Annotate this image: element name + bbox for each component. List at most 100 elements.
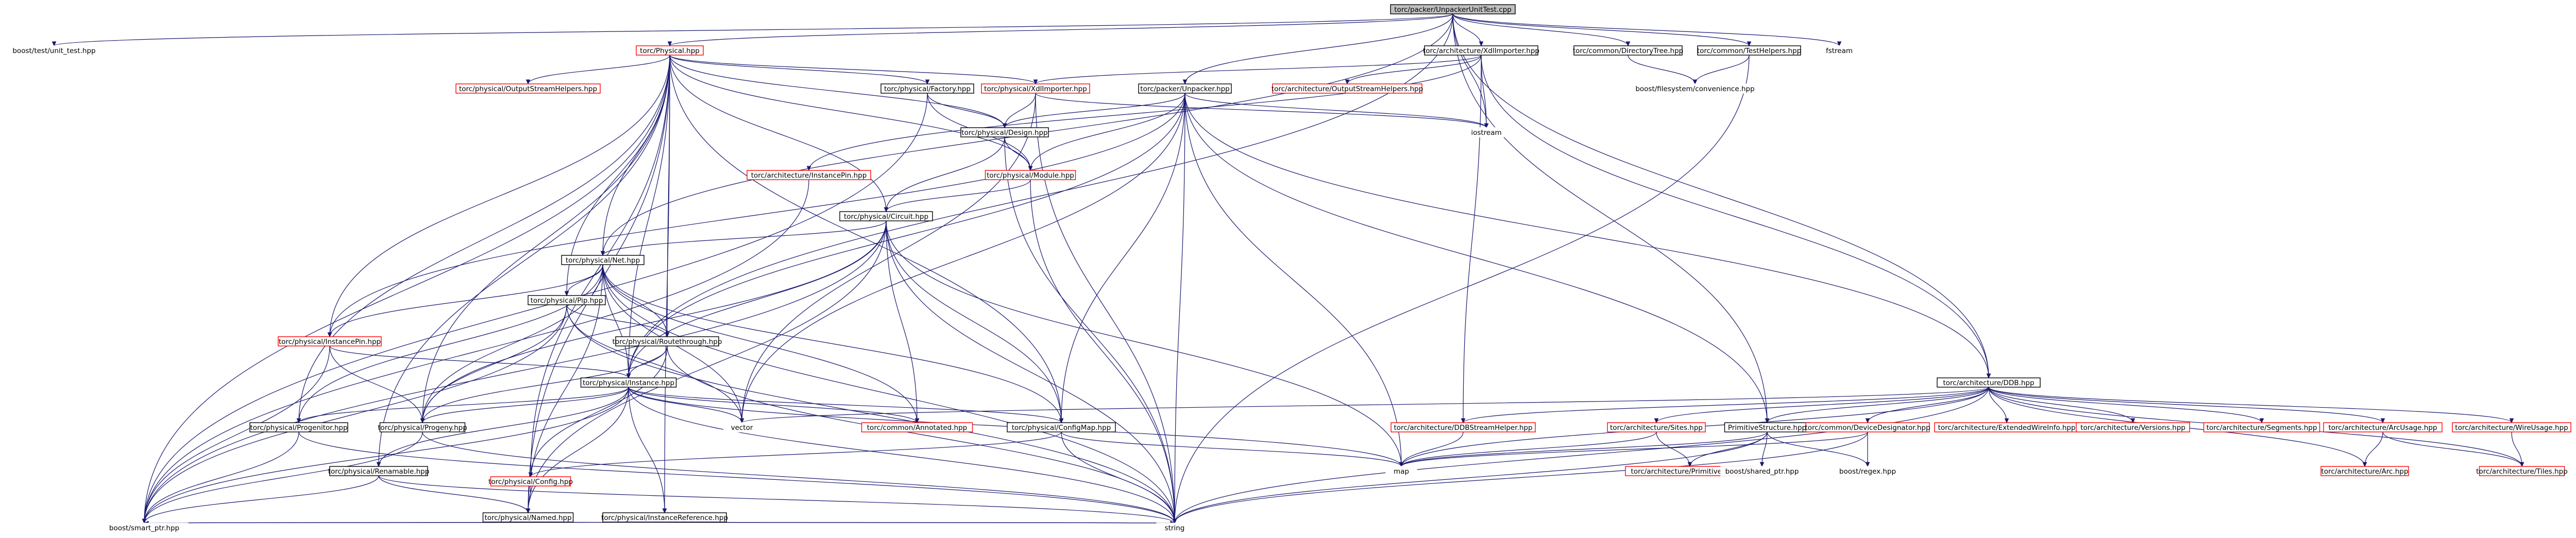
node-primstruct[interactable]: PrimitiveStructure.hpp — [1724, 422, 1810, 432]
edge-line — [602, 55, 670, 256]
edge-line — [628, 220, 887, 378]
node-label: torc/architecture/Arc.hpp — [2321, 467, 2409, 476]
node-box — [1607, 422, 1706, 432]
edge-renamable-to-smart_ptr — [142, 475, 379, 524]
edge-line — [927, 93, 1005, 128]
node-label: torc/architecture/Versions.hpp — [2080, 424, 2185, 432]
node-out_helpers[interactable]: torc/physical/OutputStreamHelpers.hpp — [455, 83, 601, 94]
node-dirtree[interactable]: torc/common/DirectoryTree.hpp — [1573, 45, 1683, 56]
node-box — [880, 83, 974, 94]
node-arc[interactable]: torc/architecture/Arc.hpp — [2320, 466, 2409, 476]
node-renamable[interactable]: torc/physical/Renamable.hpp — [328, 466, 430, 476]
edge-ddb-to-versions — [1988, 387, 2136, 424]
edge-arrowhead — [564, 291, 569, 297]
edge-root-to-instance — [626, 13, 1453, 379]
edge-arrowhead — [2519, 462, 2524, 467]
edge-physical-to-progenitor — [296, 55, 670, 424]
node-routethrough[interactable]: torc/physical/Routethrough.hpp — [613, 336, 722, 346]
node-design[interactable]: torc/physical/Design.hpp — [960, 127, 1049, 137]
edge-line — [378, 475, 529, 513]
edge-line — [1481, 55, 1989, 378]
node-instancepin_phys[interactable]: torc/physical/InstancePin.hpp — [278, 336, 382, 346]
node-box — [7, 45, 101, 56]
edge-line — [886, 136, 1005, 212]
node-factory[interactable]: torc/physical/Factory.hpp — [880, 83, 974, 94]
node-instref[interactable]: torc/physical/InstanceReference.hpp — [601, 512, 728, 523]
node-xdlimp_arch[interactable]: torc/architecture/XdlImporter.hpp — [1423, 45, 1539, 56]
node-devdesig[interactable]: torc/common/DeviceDesignator.hpp — [1805, 422, 1930, 432]
edge-routethrough-to-string — [667, 345, 1177, 524]
node-tiles[interactable]: torc/architecture/Tiles.hpp — [2476, 466, 2568, 476]
edge-line — [298, 431, 1175, 524]
edge-physical-to-out_helpers — [526, 55, 670, 85]
node-segments[interactable]: torc/architecture/Segments.hpp — [2203, 422, 2320, 432]
node-box — [1465, 127, 1507, 137]
node-layer: torc/packer/UnpackerUnitTest.cppboost/te… — [7, 4, 2571, 533]
edge-arrowhead — [1692, 79, 1698, 85]
node-bfs_conv: boost/filesystem/convenience.hpp — [1633, 83, 1757, 94]
node-wireusage[interactable]: torc/architecture/WireUsage.hpp — [2452, 422, 2571, 432]
node-ddb[interactable]: torc/architecture/DDB.hpp — [1937, 377, 2041, 388]
edge-arrowhead — [1479, 41, 1484, 47]
edge-line — [1184, 93, 1989, 378]
node-progeny[interactable]: torc/physical/Progeny.hpp — [378, 422, 467, 432]
node-named[interactable]: torc/physical/Named.hpp — [482, 512, 574, 523]
node-instance[interactable]: torc/physical/Instance.hpp — [580, 377, 677, 388]
edge-line — [422, 431, 1175, 524]
edge-arrowhead — [1461, 418, 1466, 424]
node-box — [2452, 422, 2571, 432]
edge-line — [741, 93, 1036, 423]
edge-xdlimp_arch-to-ddbstream — [1461, 55, 1482, 424]
edge-sites-to-primdef — [1656, 431, 1692, 467]
edge-line — [886, 220, 1062, 423]
edge-line — [298, 55, 670, 423]
node-label: torc/physical/XdlImporter.hpp — [984, 85, 1087, 93]
node-label: torc/physical/Routethrough.hpp — [613, 338, 722, 346]
edge-unpacker-to-ddb — [1184, 93, 1991, 379]
node-label: torc/physical/Factory.hpp — [884, 85, 971, 93]
edge-line — [1004, 136, 1175, 524]
edge-line — [886, 220, 1175, 524]
edge-arrowhead — [2130, 418, 2136, 424]
edge-arrowhead — [1687, 462, 1692, 467]
node-configmap[interactable]: torc/physical/ConfigMap.hpp — [1007, 422, 1116, 432]
node-physical[interactable]: torc/Physical.hpp — [636, 45, 704, 56]
edge-dirtree-to-bfs_conv — [1628, 55, 1698, 85]
edge-progenitor-to-smart_ptr — [142, 431, 299, 524]
edge-line — [1452, 13, 1482, 46]
edge-line — [329, 55, 670, 337]
node-extwire[interactable]: torc/architecture/ExtendedWireInfo.hpp — [1934, 422, 2079, 432]
node-vector: vector — [723, 422, 760, 432]
edge-line — [664, 55, 670, 513]
node-config[interactable]: torc/physical/Config.hpp — [488, 476, 573, 487]
edge-ddb-to-string — [1172, 387, 1989, 524]
edge-line — [602, 264, 1062, 423]
node-circuit[interactable]: torc/physical/Circuit.hpp — [839, 211, 933, 221]
node-versions[interactable]: torc/architecture/Versions.hpp — [2076, 422, 2190, 432]
node-annotated[interactable]: torc/common/Annotated.hpp — [861, 422, 973, 432]
node-instancepin_arch[interactable]: torc/architecture/InstancePin.hpp — [747, 170, 871, 180]
node-net[interactable]: torc/physical/Net.hpp — [561, 255, 645, 265]
node-box — [839, 211, 933, 221]
edge-line — [1174, 431, 1868, 524]
node-ddbstream[interactable]: torc/architecture/DDBStreamHelper.hpp — [1391, 422, 1536, 432]
edge-arrowhead — [667, 41, 672, 47]
edge-root-to-primstruct — [1452, 13, 1770, 424]
node-xdlimp_phys[interactable]: torc/physical/XdlImporter.hpp — [981, 83, 1090, 94]
node-pip[interactable]: torc/physical/Pip.hpp — [528, 295, 606, 305]
node-root[interactable]: torc/packer/UnpackerUnitTest.cpp — [1390, 4, 1516, 14]
edge-line — [422, 55, 670, 423]
node-module[interactable]: torc/physical/Module.hpp — [985, 170, 1076, 180]
node-sites[interactable]: torc/architecture/Sites.hpp — [1607, 422, 1706, 432]
edge-line — [528, 264, 603, 513]
node-testhelpers[interactable]: torc/common/TestHelpers.hpp — [1697, 45, 1801, 56]
edge-net-to-instance — [602, 264, 631, 379]
node-unpacker[interactable]: torc/packer/Unpacker.hpp — [1138, 83, 1232, 94]
edge-arrowhead — [526, 79, 531, 85]
edge-primstruct-to-map — [1399, 431, 1768, 467]
node-arch_out_helpers[interactable]: torc/architecture/OutputStreamHelpers.hp… — [1272, 83, 1423, 94]
edge-arrowhead — [914, 418, 920, 424]
node-progenitor[interactable]: torc/physical/Progenitor.hpp — [249, 422, 348, 432]
edge-line — [669, 55, 1031, 171]
node-arcusage[interactable]: torc/architecture/ArcUsage.hpp — [2323, 422, 2443, 432]
